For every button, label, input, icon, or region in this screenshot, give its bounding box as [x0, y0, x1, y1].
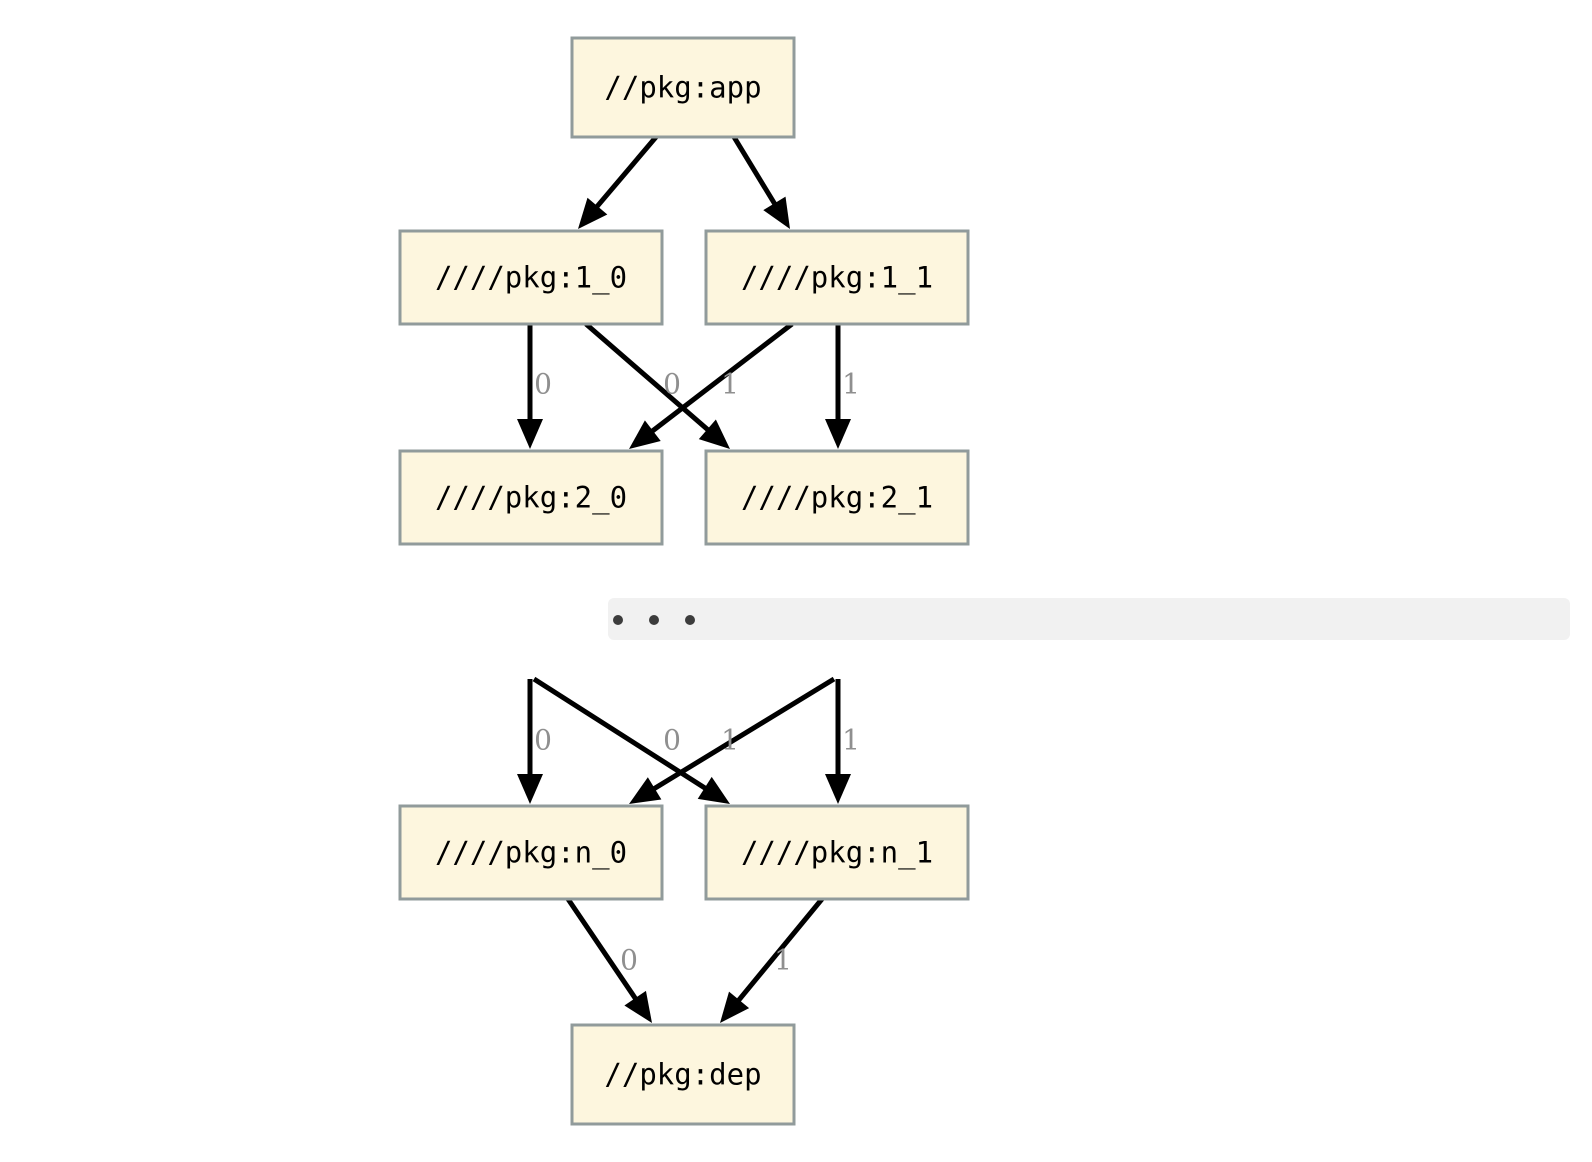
edge-n_1-to-dep	[720, 897, 824, 1023]
edge-line	[565, 897, 641, 1005]
node-n1_1[interactable]: ////pkg:1_1	[704, 229, 970, 326]
edge-nprev2-to-n_1	[825, 679, 851, 804]
edge-arrowhead	[629, 777, 662, 804]
edge-arrowhead	[517, 774, 543, 804]
edge-arrowhead	[697, 776, 730, 804]
edge-label-nprev-to-n_0: 0	[534, 724, 552, 757]
edge-line	[731, 135, 780, 210]
edge-arrowhead	[624, 990, 652, 1023]
ellipsis-dot-2	[685, 615, 695, 625]
node-label: ////pkg:1_0	[435, 261, 627, 296]
edge-labels-layer: 0 0 1 1 0 0 1 1 0 1	[534, 368, 860, 977]
edge-1_1-to-2_1	[825, 324, 851, 449]
edge-line	[733, 897, 824, 1007]
node-n1_0[interactable]: ////pkg:1_0	[398, 229, 664, 326]
edge-label-1_0-to-2_1: 0	[663, 368, 681, 401]
ellipsis-dot-1	[649, 615, 659, 625]
node-label: ////pkg:2_1	[741, 481, 933, 516]
edge-nprev-to-n_1	[532, 676, 730, 804]
edge-label-n_1-to-dep: 1	[774, 944, 792, 977]
edge-arrowhead	[517, 419, 543, 449]
node-n2_1[interactable]: ////pkg:2_1	[704, 449, 970, 546]
edge-line	[584, 322, 714, 436]
edge-1_0-to-2_1	[584, 322, 730, 449]
ellipsis-band	[608, 598, 1570, 640]
node-label: ////pkg:2_0	[435, 481, 627, 516]
ellipsis-dot-0	[613, 615, 623, 625]
edge-1_1-to-2_0	[629, 322, 794, 449]
node-app[interactable]: //pkg:app	[570, 36, 796, 139]
ellipsis-band-layer	[608, 598, 1570, 640]
node-n2_0[interactable]: ////pkg:2_0	[398, 449, 664, 546]
edge-arrowhead	[629, 420, 661, 449]
edge-arrowhead	[763, 196, 790, 229]
edge-label-1_1-to-2_1: 1	[842, 368, 860, 401]
edge-line	[591, 135, 658, 213]
edge-label-1_0-to-2_0: 0	[534, 368, 552, 401]
node-box[interactable]	[704, 449, 970, 546]
node-box[interactable]	[398, 804, 664, 901]
node-label: //pkg:dep	[604, 1058, 761, 1092]
node-label: ////pkg:1_1	[741, 261, 933, 296]
edges-layer	[517, 135, 851, 1023]
edge-arrowhead	[720, 991, 750, 1023]
edge-app-to-1_0	[578, 135, 658, 229]
node-box[interactable]	[398, 229, 664, 326]
node-label: ////pkg:n_1	[741, 836, 933, 871]
edge-nprev-to-n_0	[517, 679, 543, 804]
node-label: //pkg:app	[604, 71, 761, 105]
edge-1_0-to-2_0	[517, 324, 543, 449]
edge-label-n_0-to-dep: 0	[620, 944, 638, 977]
node-dep[interactable]: //pkg:dep	[570, 1023, 796, 1126]
edge-line	[646, 322, 794, 437]
node-box[interactable]	[570, 36, 796, 139]
edge-arrowhead	[578, 197, 608, 229]
edge-nprev2-to-n_0	[629, 676, 836, 804]
node-box[interactable]	[704, 229, 970, 326]
edge-app-to-1_1	[731, 135, 790, 229]
edge-arrowhead	[825, 774, 851, 804]
node-box[interactable]	[704, 804, 970, 901]
node-label: ////pkg:n_0	[435, 836, 627, 871]
edge-label-nprev-to-n_1: 0	[663, 724, 681, 757]
edge-label-1_1-to-2_0: 1	[721, 368, 739, 401]
node-nn_0[interactable]: ////pkg:n_0	[398, 804, 664, 901]
nodes-layer: //pkg:app ////pkg:1_0 ////pkg:1_1 ////pkg:2…	[398, 36, 970, 1126]
edge-line	[648, 676, 836, 794]
edge-line	[532, 676, 712, 794]
node-box[interactable]	[570, 1023, 796, 1126]
edge-label-nprev2-to-n_0: 1	[721, 724, 739, 757]
edge-arrowhead	[698, 419, 730, 449]
node-box[interactable]	[398, 449, 664, 546]
node-nn_1[interactable]: ////pkg:n_1	[704, 804, 970, 901]
edge-label-nprev2-to-n_1: 1	[842, 724, 860, 757]
edge-arrowhead	[825, 419, 851, 449]
edge-n_0-to-dep	[565, 897, 652, 1023]
